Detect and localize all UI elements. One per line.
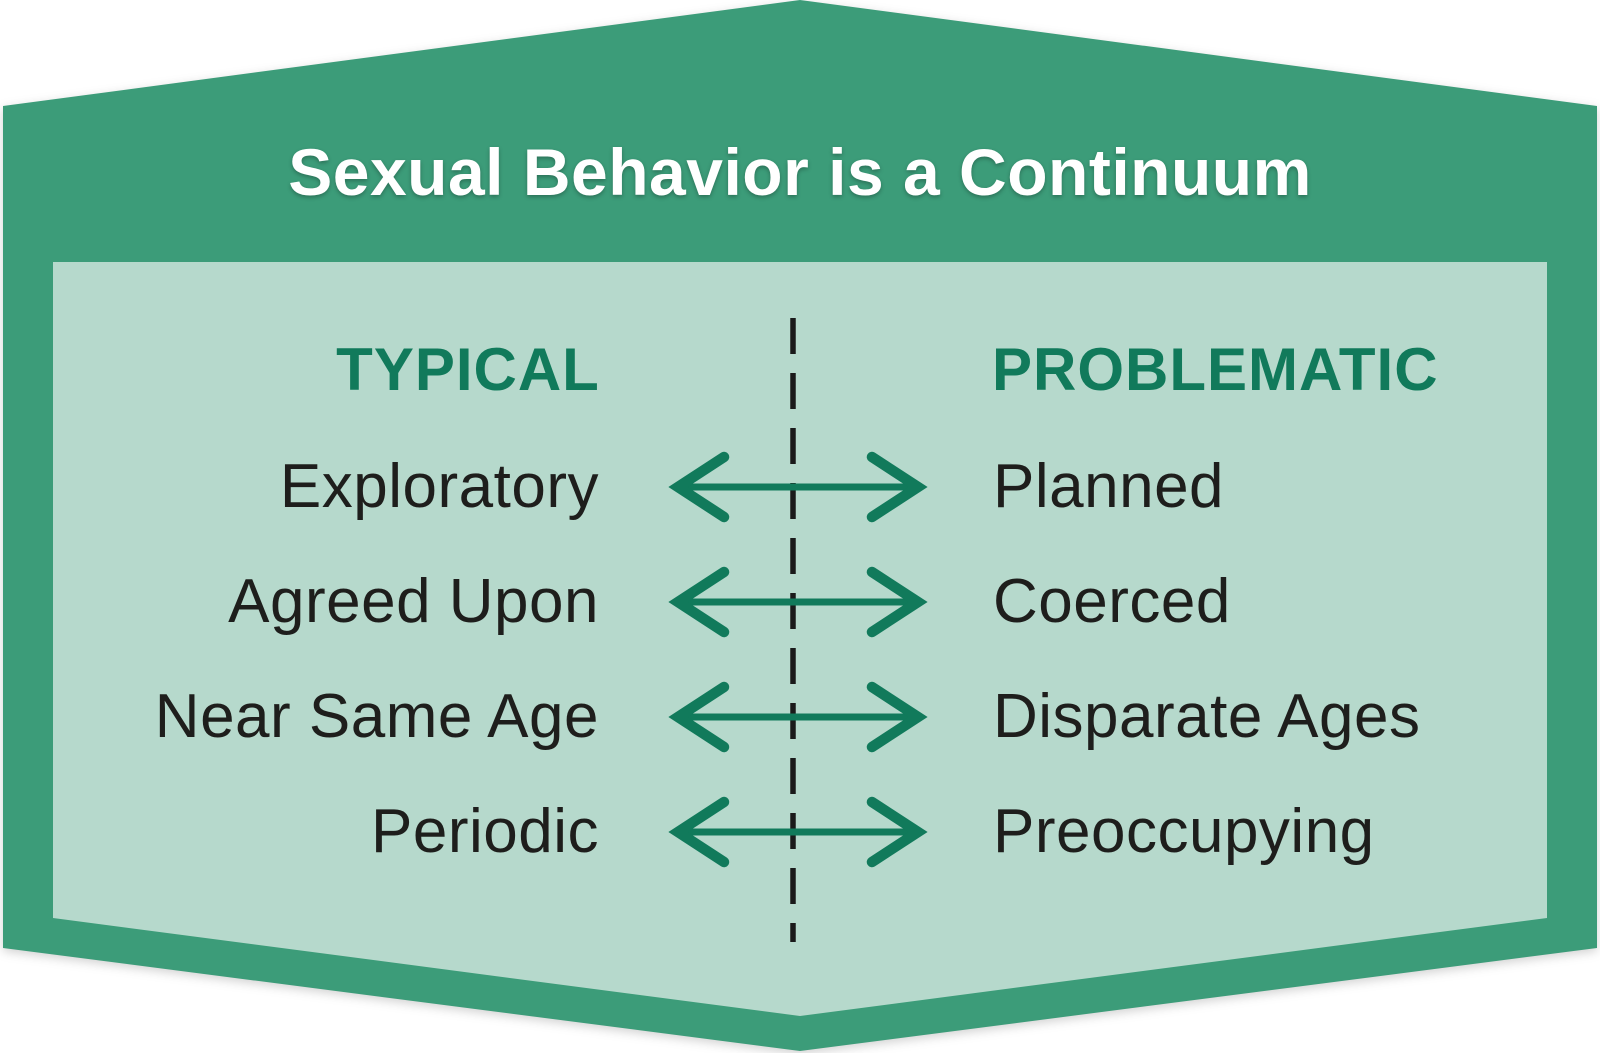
problematic-label-disparate-ages: Disparate Ages [993,682,1421,751]
inner-panel [53,262,1547,1016]
problematic-label-preoccupying: Preoccupying [993,797,1375,866]
diagram-title: Sexual Behavior is a Continuum [288,135,1312,209]
column-header-problematic: PROBLEMATIC [992,336,1439,403]
double-headed-arrow-icon [668,451,928,523]
typical-label-periodic: Periodic [371,797,599,866]
double-headed-arrow-icon [668,566,928,638]
column-header-typical: TYPICAL [336,336,600,403]
typical-label-agreed-upon: Agreed Upon [228,567,599,636]
double-headed-arrow-icon [668,796,928,868]
problematic-label-planned: Planned [993,452,1225,521]
typical-label-exploratory: Exploratory [279,452,599,521]
double-headed-arrow-icon [668,681,928,753]
problematic-label-coerced: Coerced [993,567,1231,636]
typical-label-near-same-age: Near Same Age [154,682,599,751]
